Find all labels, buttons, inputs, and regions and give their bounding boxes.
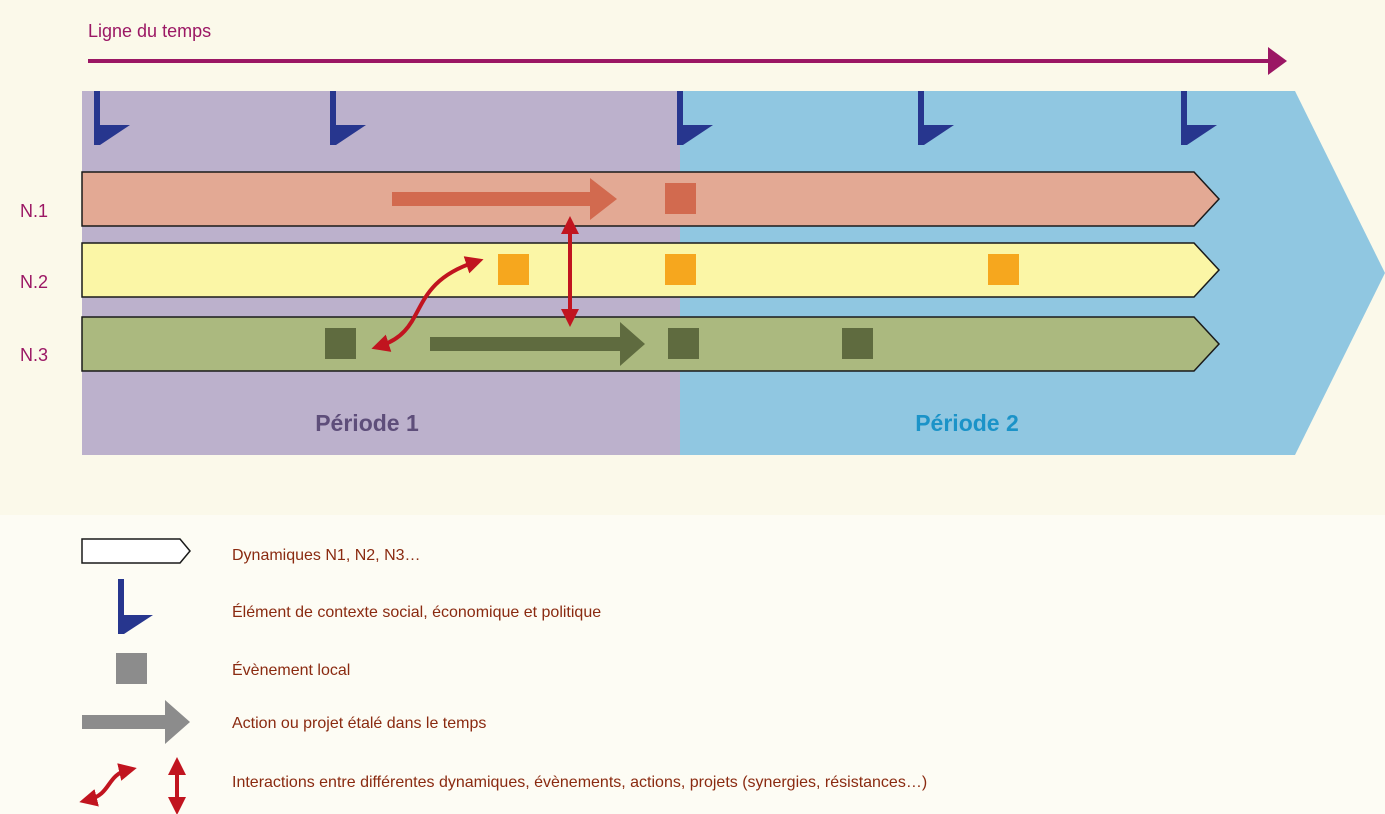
row-label-n2: N.2 [20,272,48,292]
arrow-right-icon [82,700,190,744]
row-label-n3: N.3 [20,345,48,365]
legend-text-interactions: Interactions entre différentes dynamique… [232,774,927,791]
context-flags [94,91,1217,145]
period-1-label: Période 1 [315,410,419,436]
timeline-arrowhead-icon [1268,47,1287,75]
legend-text-event: Évènement local [232,660,350,679]
flag-icon [94,91,130,145]
flag-icon [918,91,954,145]
event-square [665,254,696,285]
dynamic-shape-icon [81,538,191,564]
interaction-curved-arrow [371,256,484,352]
action-arrow-n1 [392,178,617,220]
timeline-label: Ligne du temps [88,21,211,41]
event-square [842,328,873,359]
square-icon [116,653,147,684]
action-arrow-n3 [430,322,645,366]
interaction-arrows-icon [79,757,186,814]
period-2-label: Période 2 [915,410,1019,436]
flag-icon [330,91,366,145]
legend-text-context: Élément de contexte social, économique e… [232,602,601,621]
event-square [498,254,529,285]
event-square [325,328,356,359]
flag-icon [677,91,713,145]
legend-text-dynamics: Dynamiques N1, N2, N3… [232,547,421,564]
dynamic-row-n1 [81,171,1221,227]
event-square [988,254,1019,285]
flag-icon [1181,91,1217,145]
dynamic-row-n2 [81,242,1221,298]
flag-icon [118,579,153,634]
legend-text-action: Action ou projet étalé dans le temps [232,715,486,732]
event-square [668,328,699,359]
row-label-n1: N.1 [20,201,48,221]
dynamic-row-n3 [81,316,1221,372]
event-square [665,183,696,214]
legend: Dynamiques N1, N2, N3… Élément de contex… [79,538,927,814]
